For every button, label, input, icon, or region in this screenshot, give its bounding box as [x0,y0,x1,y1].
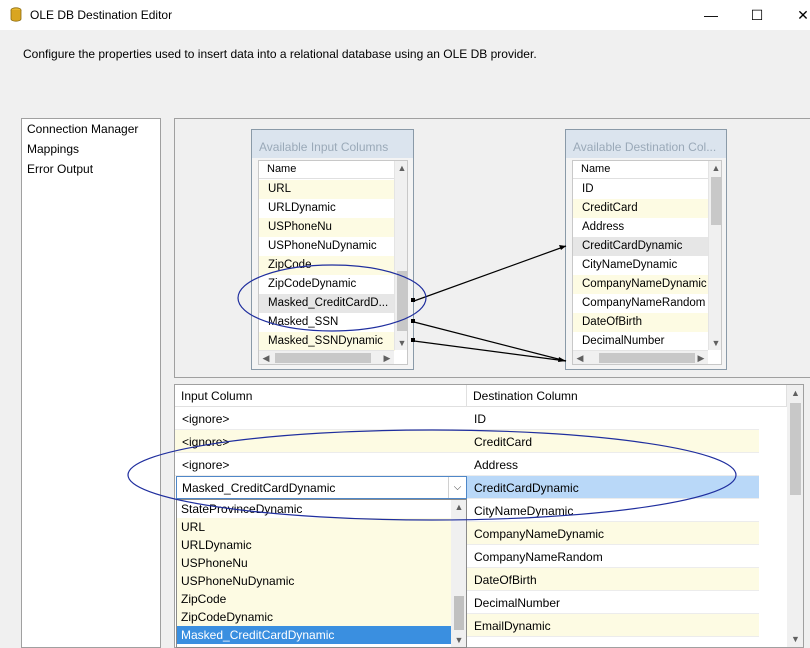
combo-value: Masked_CreditCardDynamic [182,481,336,495]
destination-column-row[interactable]: CityNameDynamic [582,259,678,271]
description-text: Configure the properties used to insert … [23,47,537,61]
minimize-button[interactable]: — [704,7,718,23]
grid-destination-cell[interactable]: DateOfBirth [467,568,759,591]
window-title: OLE DB Destination Editor [30,8,173,22]
dropdown-option-selected[interactable]: Masked_CreditCardDynamic [177,626,452,644]
database-icon [10,7,22,22]
input-column-dropdown-list[interactable]: StateProvinceDynamic URL URLDynamic USPh… [176,499,467,648]
input-column-row[interactable]: USPhoneNu [259,218,395,237]
maximize-button[interactable]: ☐ [750,7,764,23]
grid-destination-cell[interactable]: ID [467,407,759,430]
input-columns-title: Available Input Columns [252,130,413,158]
scroll-up-icon[interactable]: ▲ [397,163,407,173]
input-column-row[interactable]: Masked_SSNDynamic [259,332,395,351]
input-horizontal-scrollbar[interactable]: ◀ ▶ [259,350,394,364]
scroll-up-icon[interactable]: ▲ [711,163,721,173]
scroll-thumb[interactable] [397,271,407,331]
input-column-row[interactable]: ZipCodeDynamic [268,278,357,290]
input-column-row[interactable]: Masked_SSN [268,316,339,328]
close-button[interactable]: ✕ [797,7,809,23]
destination-column-row[interactable]: Address [582,221,625,233]
dropdown-vertical-scrollbar[interactable]: ▲ ▼ [451,500,466,647]
destination-vertical-scrollbar[interactable]: ▲ ▼ [708,161,721,350]
destination-column-row[interactable]: CreditCard [573,199,709,218]
scroll-down-icon[interactable]: ▼ [397,338,407,348]
input-column-row[interactable]: USPhoneNuDynamic [268,240,377,252]
grid-input-cell[interactable]: <ignore> [175,453,467,476]
grid-destination-cell[interactable]: CreditCard [467,430,759,453]
scroll-right-icon[interactable]: ▶ [383,353,391,363]
available-destination-columns-box[interactable]: Available Destination Col... Name ID Cre… [565,129,727,370]
dropdown-option[interactable]: URL [177,518,452,536]
scroll-thumb[interactable] [275,353,371,363]
dropdown-option[interactable]: USPhoneNu [177,554,452,572]
destination-column-row[interactable]: CreditCardDynamic [573,237,709,256]
scroll-down-icon[interactable]: ▼ [454,635,464,645]
scroll-down-icon[interactable]: ▼ [791,634,800,644]
grid-destination-cell[interactable]: CompanyNameRandom [467,545,759,568]
navigation-pane: Connection Manager Mappings Error Output [21,118,161,648]
scroll-thumb[interactable] [790,403,801,495]
grid-header-input-column[interactable]: Input Column [175,385,467,407]
grid-destination-cell[interactable]: EmailDynamic [467,614,759,637]
scroll-left-icon[interactable]: ◀ [262,353,270,363]
destination-column-row[interactable]: DateOfBirth [573,313,709,332]
input-columns-list[interactable]: Name URL URLDynamic USPhoneNu USPhoneNuD… [258,160,408,365]
nav-item-mappings[interactable]: Mappings [27,142,80,156]
scroll-right-icon[interactable]: ▶ [697,353,705,363]
input-column-combo[interactable]: Masked_CreditCardDynamic ⌵ [176,476,467,499]
scroll-up-icon[interactable]: ▲ [791,388,800,398]
scroll-up-icon[interactable]: ▲ [454,502,464,512]
input-column-row[interactable]: ZipCode [259,256,395,275]
nav-item-connection-manager[interactable]: Connection Manager [27,122,139,136]
grid-input-cell[interactable]: <ignore> [175,407,467,430]
grid-input-cell[interactable]: <ignore> [175,430,467,453]
nav-item-error-output[interactable]: Error Output [27,162,94,176]
available-input-columns-box[interactable]: Available Input Columns Name URL URLDyna… [251,129,414,370]
dropdown-option[interactable]: ZipCodeDynamic [177,608,452,626]
grid-vertical-scrollbar[interactable]: ▲ ▼ [787,385,803,647]
destination-column-row[interactable]: ID [582,183,594,195]
scroll-down-icon[interactable]: ▼ [711,338,721,348]
input-vertical-scrollbar[interactable]: ▲ ▼ [394,161,407,350]
grid-destination-cell[interactable]: CreditCardDynamic [467,476,759,499]
grid-destination-cell[interactable]: CompanyNameDynamic [467,522,759,545]
dropdown-option[interactable]: StateProvinceDynamic [181,502,303,516]
dropdown-option[interactable]: URLDynamic [177,536,452,554]
grid-destination-cell[interactable]: Address [467,453,759,476]
destination-name-header: Name [573,161,721,179]
destination-column-row[interactable]: CompanyNameRandom [582,297,706,309]
scroll-thumb[interactable] [454,596,464,630]
dropdown-option[interactable]: USPhoneNuDynamic [177,572,452,590]
destination-columns-title: Available Destination Col... [566,130,726,158]
scroll-thumb[interactable] [711,177,721,225]
input-name-header: Name [259,161,407,179]
dropdown-option[interactable]: ZipCode [177,590,452,608]
scroll-left-icon[interactable]: ◀ [576,353,584,363]
input-column-row[interactable]: URLDynamic [268,202,336,214]
grid-header-destination-column[interactable]: Destination Column [467,385,787,407]
grid-destination-cell[interactable]: DecimalNumber [467,591,759,614]
grid-destination-cell[interactable]: CityNameDynamic [467,499,759,522]
destination-columns-list[interactable]: Name ID CreditCard Address CreditCardDyn… [572,160,722,365]
input-column-row[interactable]: Masked_CreditCardD... [259,294,395,313]
scroll-thumb[interactable] [599,353,695,363]
destination-column-row[interactable]: CompanyNameDynamic [573,275,709,294]
destination-horizontal-scrollbar[interactable]: ◀ ▶ [573,350,708,364]
destination-column-row[interactable]: DecimalNumber [582,335,665,347]
chevron-down-icon[interactable]: ⌵ [448,477,466,498]
title-bar: OLE DB Destination Editor — ☐ ✕ [0,0,810,30]
input-column-row[interactable]: URL [259,180,395,199]
description-area: Configure the properties used to insert … [0,30,810,116]
